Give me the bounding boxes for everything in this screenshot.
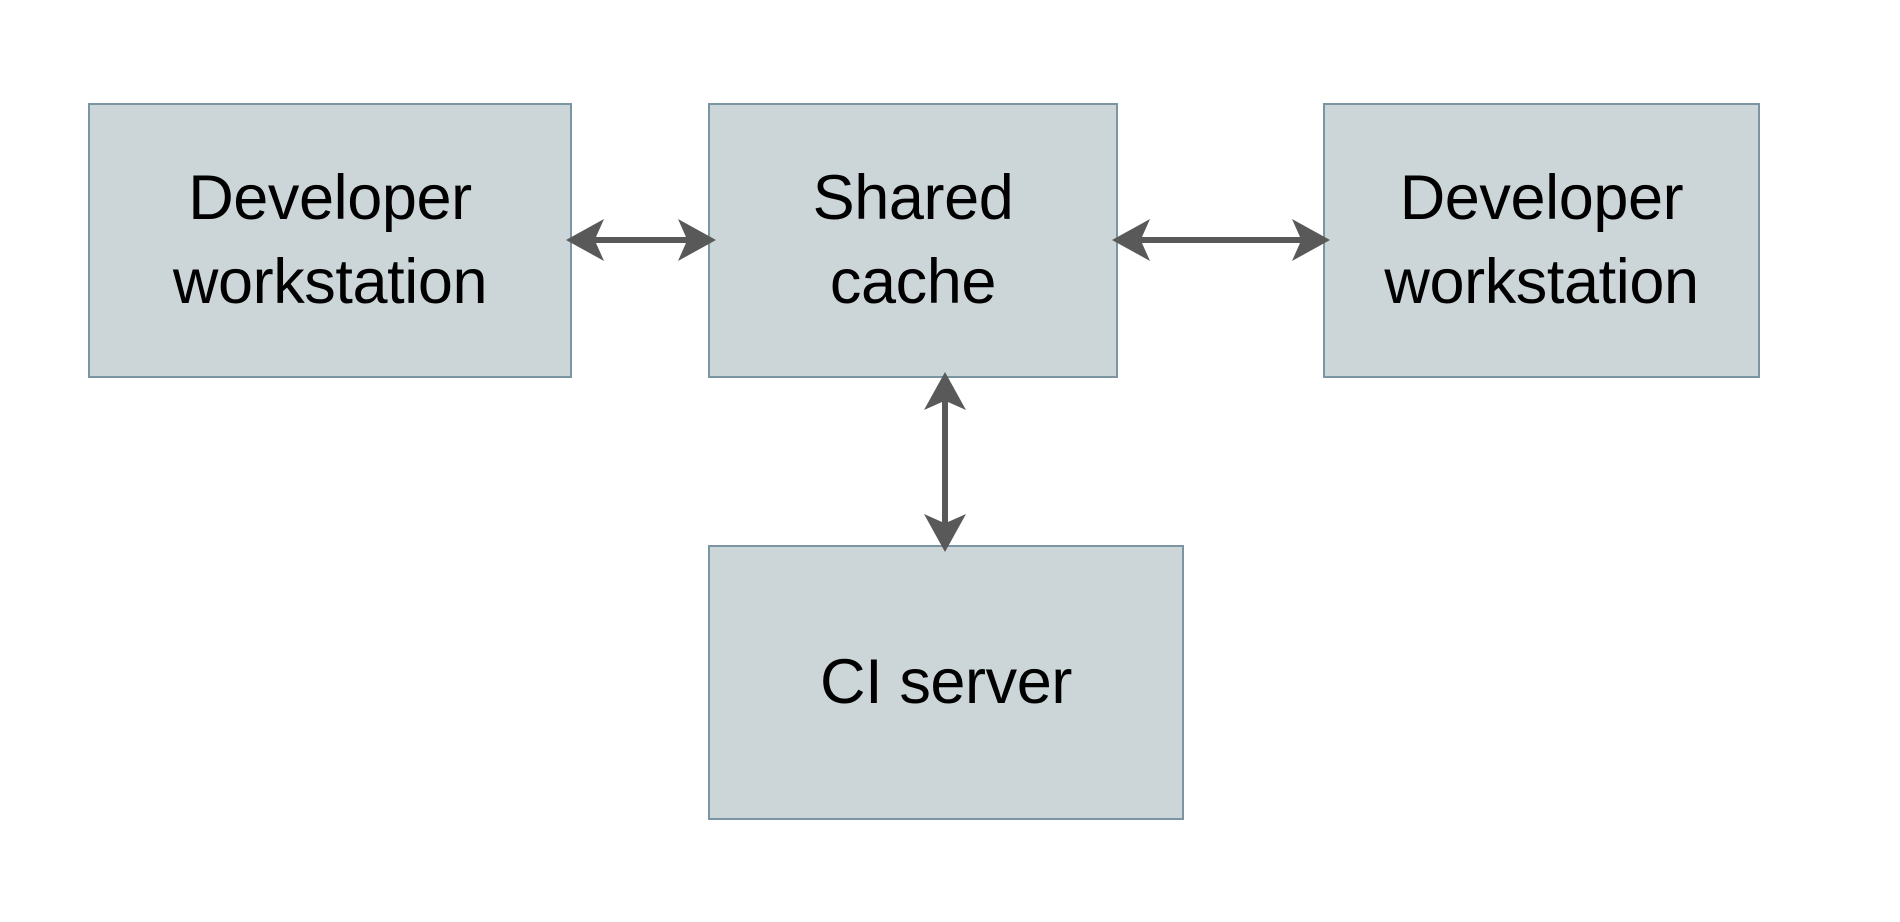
double-headed-arrow-icon — [566, 219, 716, 261]
connector-cache-to-ci-server[interactable] — [913, 372, 977, 552]
double-headed-arrow-icon — [924, 372, 966, 552]
node-label: Developer workstation — [172, 163, 488, 317]
connector-dev-left-to-cache[interactable] — [566, 208, 716, 272]
node-shared-cache[interactable]: Shared cache — [708, 103, 1118, 378]
connector-cache-to-dev-right[interactable] — [1112, 208, 1330, 272]
node-label: Developer workstation — [1384, 163, 1699, 317]
node-label: Shared cache — [812, 163, 1014, 317]
node-developer-workstation-left[interactable]: Developer workstation — [88, 103, 572, 378]
double-headed-arrow-icon — [1112, 219, 1330, 261]
node-developer-workstation-right[interactable]: Developer workstation — [1323, 103, 1760, 378]
node-label: CI server — [820, 646, 1072, 717]
node-ci-server[interactable]: CI server — [708, 545, 1184, 820]
